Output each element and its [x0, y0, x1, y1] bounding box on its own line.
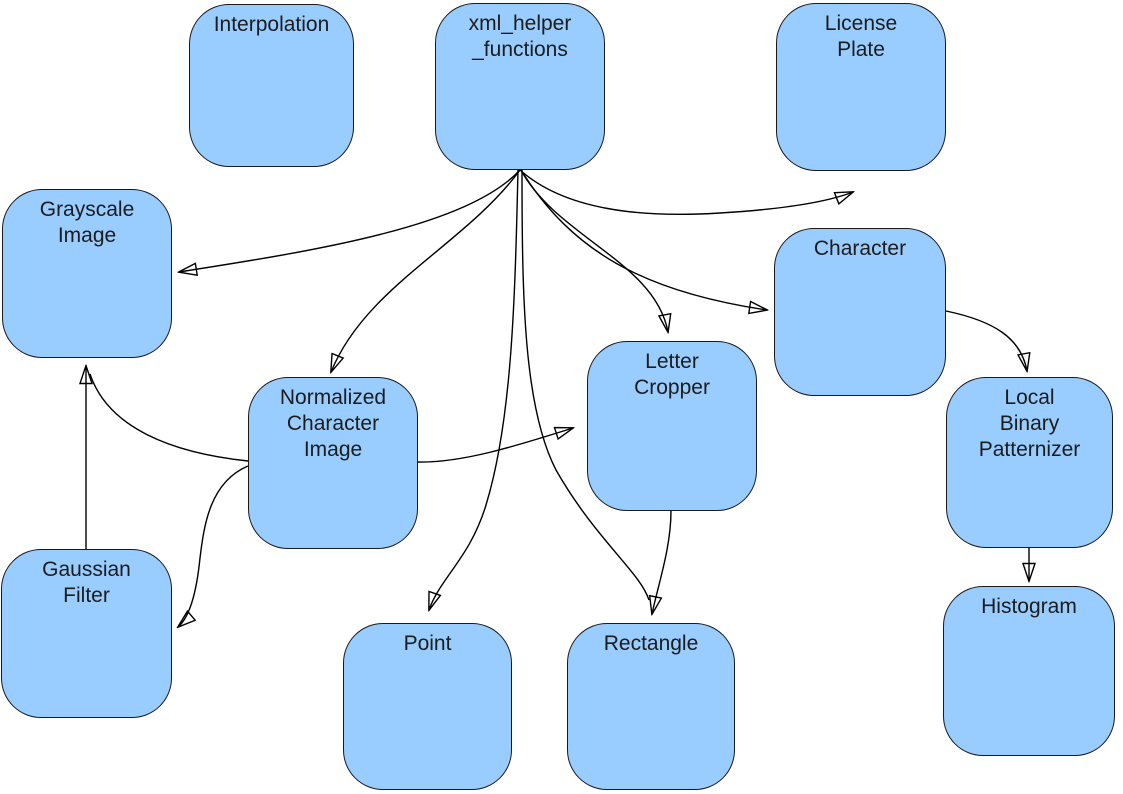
- node-rectangle: Rectangle: [567, 623, 735, 790]
- edge-xml-helper-functions-to-rectangle: [521, 169, 650, 601]
- node-label-histogram: Histogram: [981, 595, 1077, 618]
- node-license-plate: License Plate: [776, 3, 946, 171]
- node-label-interpolation: Interpolation: [213, 13, 330, 36]
- node-grayscale-image: Grayscale Image: [2, 189, 172, 358]
- node-local-binary-patternizer: Local Binary Patternizer: [946, 377, 1113, 548]
- node-label-gaussian-filter: Gaussian Filter: [42, 558, 131, 607]
- node-label-rectangle: Rectangle: [603, 632, 699, 655]
- edge-normalized-character-image-to-gaussian-filter: [178, 465, 249, 627]
- node-label-normalized-character-image: Normalized Character Image: [279, 386, 387, 461]
- node-label-point: Point: [403, 632, 452, 655]
- edge-xml-helper-functions-to-grayscale-image: [179, 169, 521, 272]
- node-gaussian-filter: Gaussian Filter: [1, 549, 172, 718]
- node-label-local-binary-patternizer: Local Binary Patternizer: [978, 386, 1081, 461]
- edge-xml-helper-functions-to-point: [429, 169, 519, 610]
- node-histogram: Histogram: [943, 586, 1115, 756]
- edge-xml-helper-functions-to-character: [520, 169, 767, 310]
- node-interpolation: Interpolation: [189, 4, 354, 167]
- node-label-xml-helper-functions: xml_helper _functions: [468, 12, 572, 61]
- edge-xml-helper-functions-to-letter-cropper: [520, 169, 668, 332]
- edge-letter-cropper-to-rectangle: [652, 510, 672, 614]
- node-point: Point: [343, 623, 512, 790]
- edge-character-to-local-binary-patternizer: [945, 310, 1027, 371]
- edge-xml-helper-functions-to-normalized-character-image: [331, 169, 521, 372]
- node-label-license-plate: License Plate: [824, 12, 898, 61]
- node-label-grayscale-image: Grayscale Image: [39, 198, 135, 247]
- node-label-letter-cropper: Letter Cropper: [634, 350, 710, 399]
- node-character: Character: [774, 228, 946, 396]
- edge-normalized-character-image-to-grayscale-image: [89, 373, 249, 462]
- node-label-character: Character: [813, 237, 907, 260]
- edge-normalized-character-image-to-letter-cropper: [417, 428, 573, 463]
- edge-xml-helper-functions-to-license-plate: [519, 169, 853, 215]
- node-xml-helper-functions: xml_helper _functions: [435, 3, 605, 170]
- node-letter-cropper: Letter Cropper: [587, 341, 757, 511]
- node-normalized-character-image: Normalized Character Image: [248, 377, 418, 549]
